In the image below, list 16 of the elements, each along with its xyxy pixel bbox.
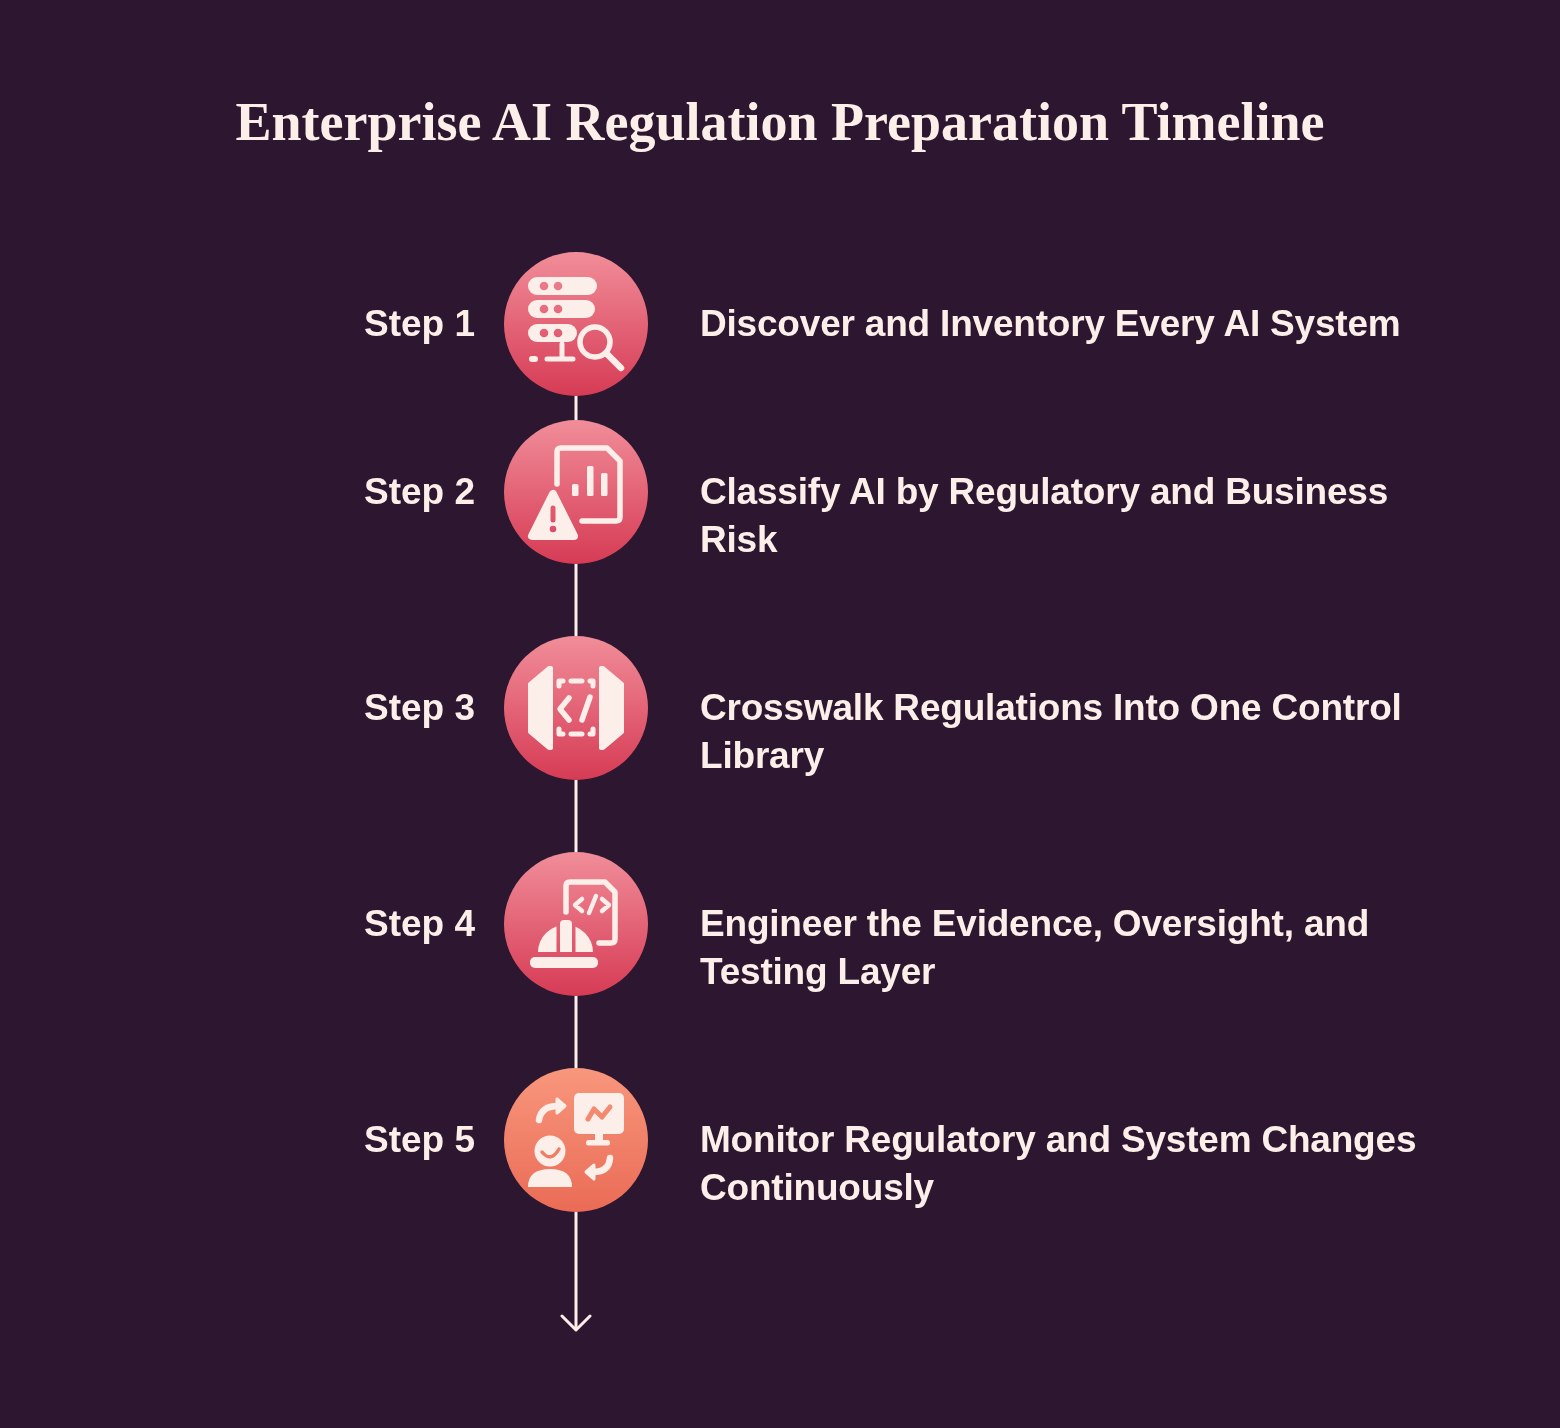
step-label: Step 3 bbox=[363, 686, 475, 730]
connector-line bbox=[574, 564, 578, 636]
step-description: Engineer the Evidence, Oversight, and Testing Layer bbox=[700, 902, 1371, 994]
step-description: Crosswalk Regulations Into One Control Library bbox=[700, 686, 1403, 778]
step-label: Step 1 bbox=[363, 302, 475, 346]
connector-line bbox=[574, 996, 578, 1068]
diagram-title: Enterprise AI Regulation Preparation Timeline bbox=[235, 91, 1325, 154]
connector-line bbox=[574, 396, 578, 420]
connector-line bbox=[574, 780, 578, 852]
step-label: Step 2 bbox=[363, 470, 475, 514]
arrow bbox=[560, 1212, 592, 1332]
step-description: Monitor Regulatory and System Changes Continuously bbox=[700, 1118, 1418, 1210]
step-label: Step 4 bbox=[363, 902, 475, 946]
step-description: Discover and Inventory Every AI System bbox=[700, 302, 1401, 346]
step-label: Step 5 bbox=[363, 1118, 475, 1162]
step-description: Classify AI by Regulatory and Business Risk bbox=[700, 470, 1390, 562]
